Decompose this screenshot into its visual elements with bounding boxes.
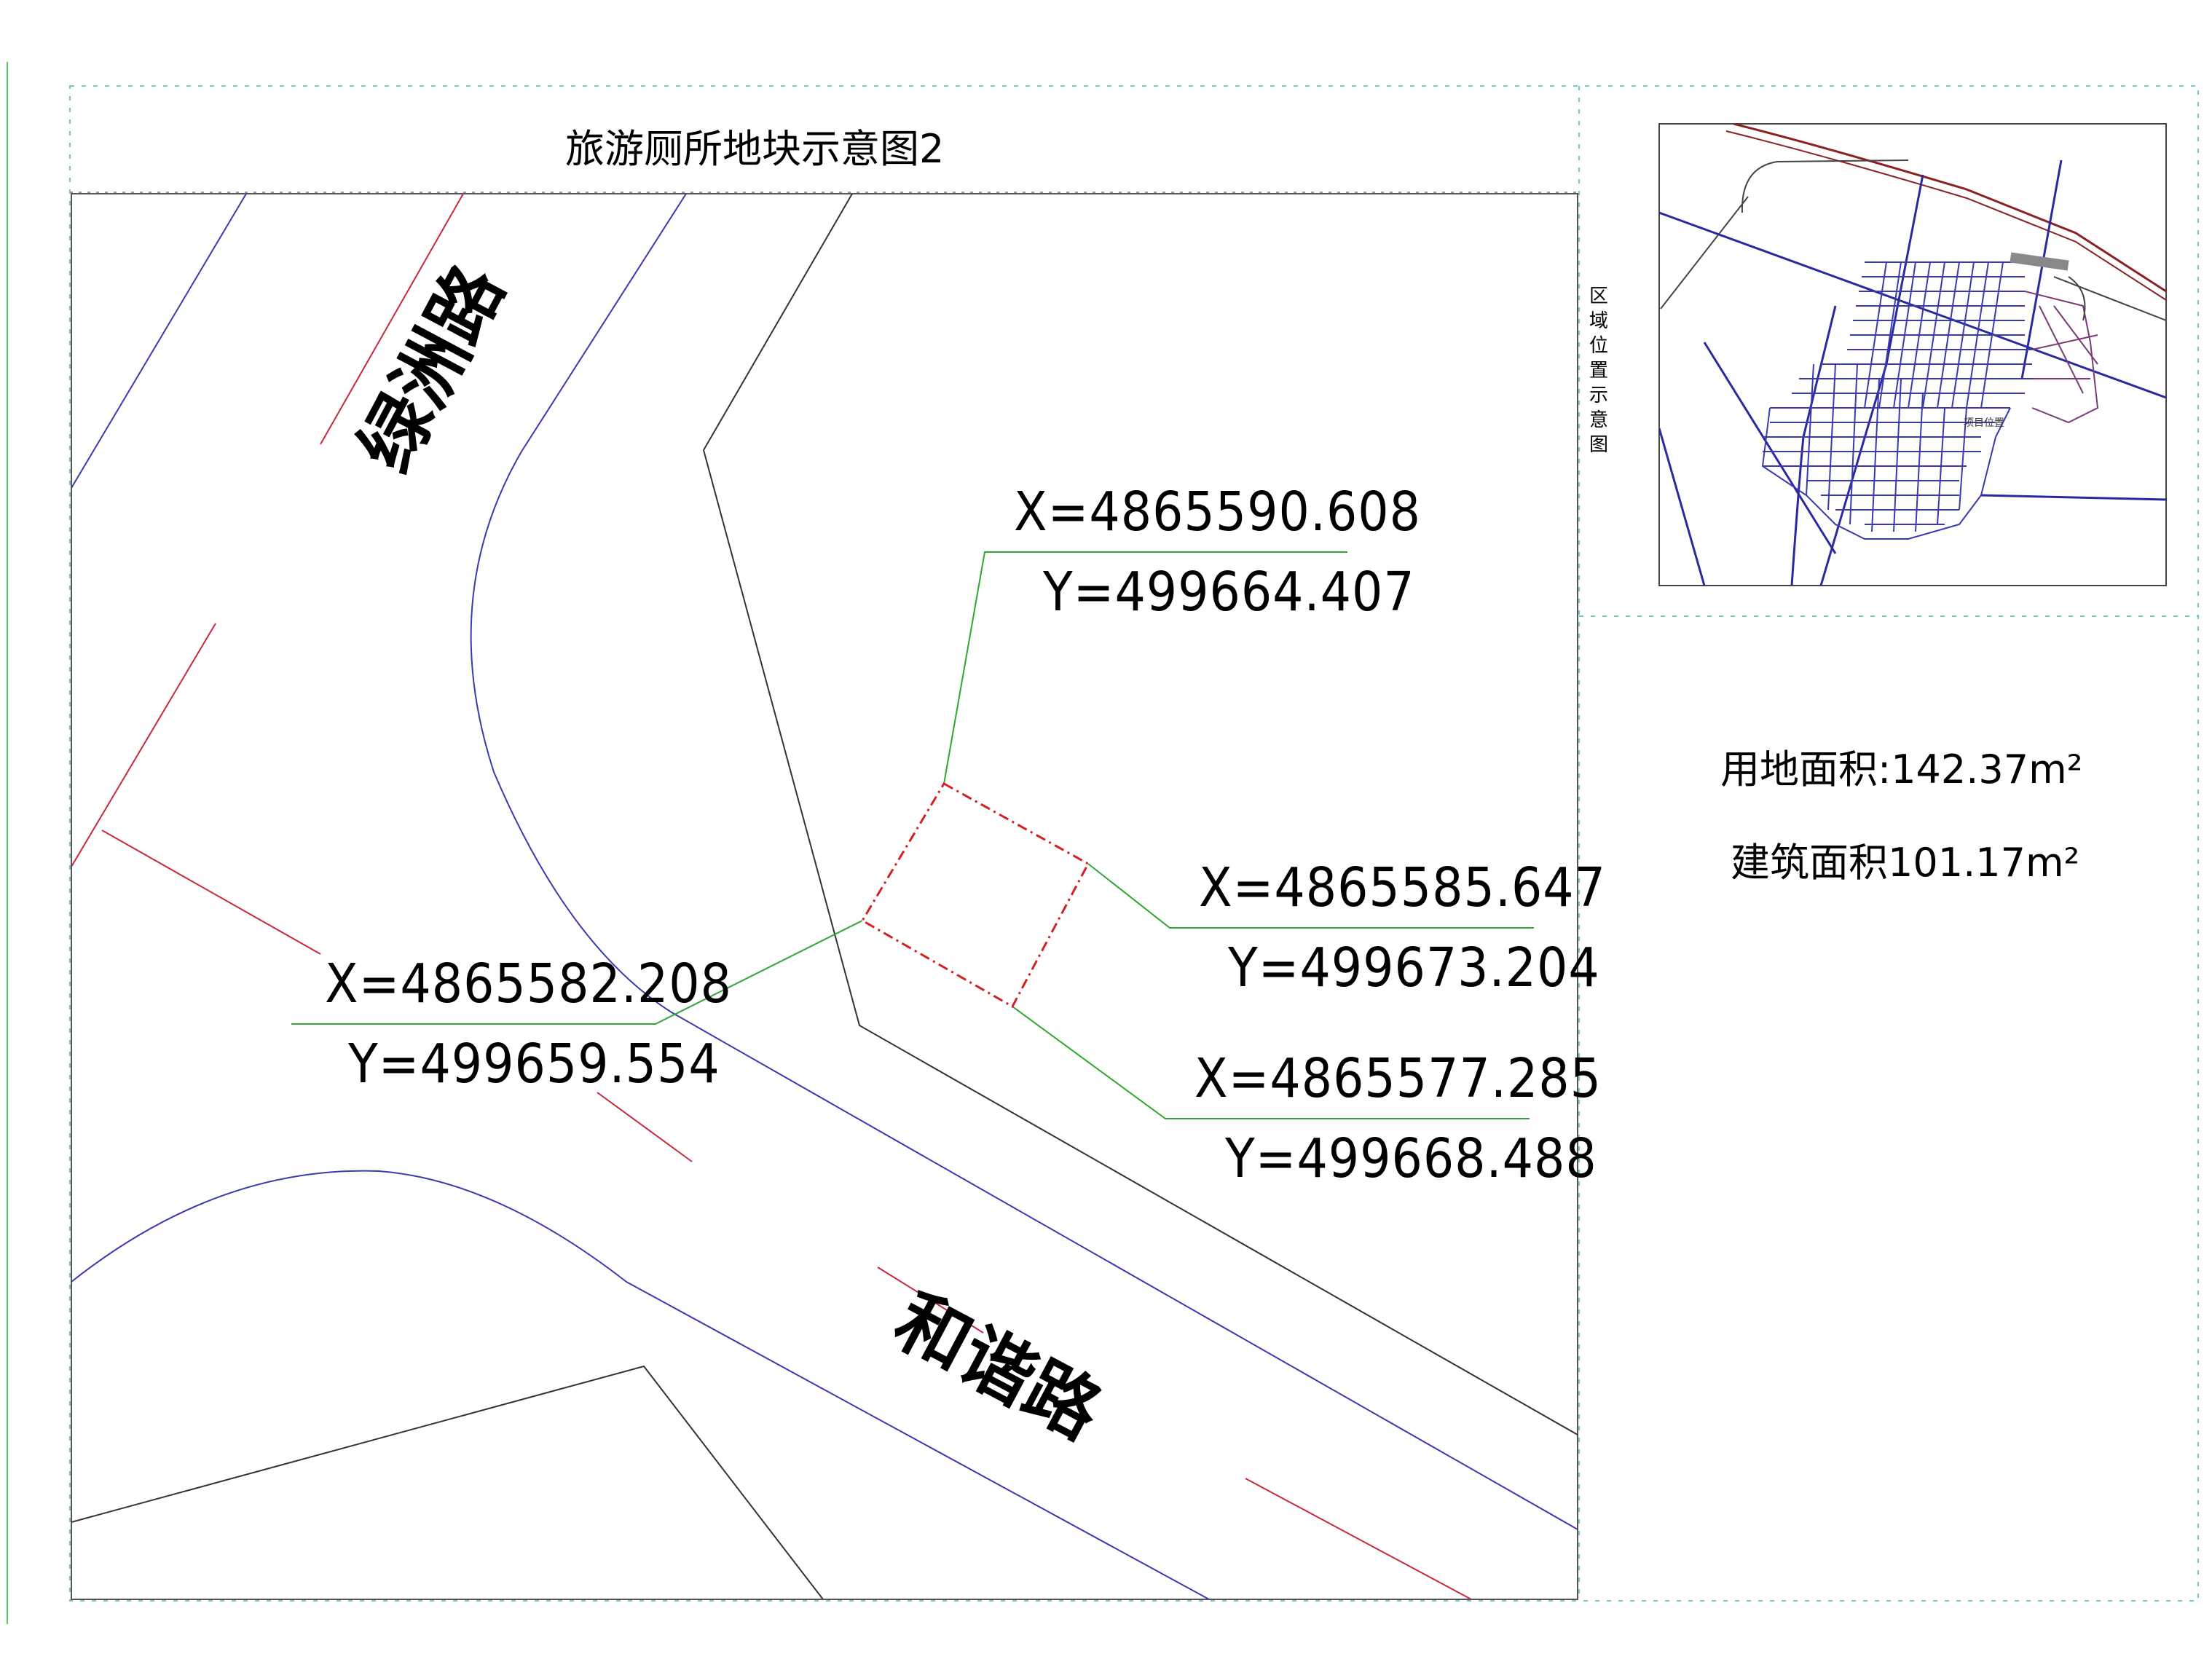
location-inset: 项目位置 [1658, 123, 2167, 586]
coord-x: X=4865577.285 [1194, 1047, 1602, 1110]
parcel-outline [860, 781, 1090, 1009]
boundary-lines [71, 194, 1578, 1599]
building-area-label: 建筑面积101.17m² [1731, 840, 2080, 886]
road-centerlines [71, 194, 1472, 1599]
land-area-label: 用地面积:142.37m² [1720, 747, 2083, 792]
coord-x: X=4865590.608 [1014, 481, 1422, 543]
inset-caption: 区域位置示意图 [1589, 285, 1608, 456]
coord-y: Y=499668.488 [1225, 1127, 1597, 1190]
coord-y: Y=499673.204 [1228, 937, 1600, 999]
svg-text:项目位置: 项目位置 [1964, 417, 2004, 429]
coord-x: X=4865585.647 [1199, 856, 1607, 919]
coord-y: Y=499659.554 [348, 1033, 720, 1095]
leader-lines [291, 551, 1534, 1119]
map-frame [71, 193, 1578, 1600]
road-edges [71, 194, 1578, 1599]
sheet-frame [69, 85, 2199, 1602]
map-title: 旅游厕所地块示意图2 [565, 126, 945, 172]
coord-x: X=4865582.208 [325, 953, 733, 1015]
coord-y: Y=499664.407 [1043, 561, 1415, 623]
